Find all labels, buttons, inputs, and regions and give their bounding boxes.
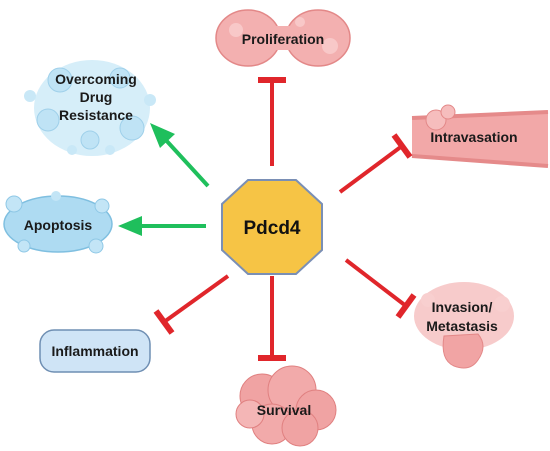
inhibit-inflammation: [153, 274, 230, 335]
dividing-cell-icon: [215, 9, 351, 67]
drug-resistance-label-line2: Drug: [80, 89, 113, 105]
inhibit-invasion: [344, 258, 417, 319]
blood-vessel-icon: [411, 104, 549, 168]
apoptosis-label: Apoptosis: [24, 217, 93, 233]
inhibit-intravasation: [338, 133, 413, 194]
invasion-label-line2: Metastasis: [426, 318, 498, 334]
inhibit-proliferation: [258, 77, 286, 166]
inflammation-label: Inflammation: [51, 343, 138, 359]
pdcd4-label: Pdcd4: [243, 218, 300, 239]
intravasation-label: Intravasation: [430, 129, 517, 145]
inflammation-box: [39, 329, 151, 373]
proliferation-label: Proliferation: [242, 31, 324, 47]
survival-label: Survival: [257, 402, 311, 418]
apoptotic-cell-icon: [3, 191, 113, 254]
promote-drug-resistance: [150, 123, 210, 188]
drug-resistance-label-line3: Resistance: [59, 107, 133, 123]
cell-cluster-icon: [235, 365, 337, 447]
drug-resistance-label-line1: Overcoming: [55, 71, 137, 87]
fragmenting-cell-icon: [24, 60, 156, 156]
pdcd4-node: [221, 179, 323, 275]
invasion-label-line1: Invasion/: [432, 299, 493, 315]
invading-cell-icon: [414, 282, 514, 369]
inhibit-survival: [258, 276, 286, 361]
promote-apoptosis: [118, 216, 206, 236]
